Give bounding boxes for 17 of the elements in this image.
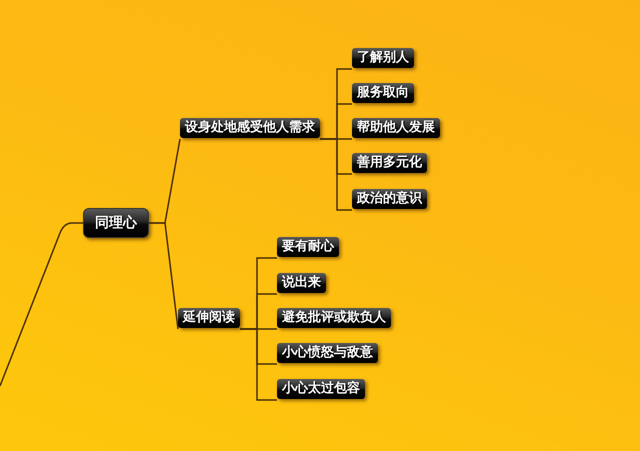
topic-box: 避免批评或欺负人 bbox=[277, 308, 391, 328]
topic-box: 延伸阅读 bbox=[178, 308, 240, 328]
topic-box: 政治的意识 bbox=[352, 189, 427, 209]
topic-box: 小心愤怒与敌意 bbox=[277, 343, 378, 363]
connector-line bbox=[149, 222, 179, 330]
topic-box: 帮助他人发展 bbox=[352, 118, 440, 138]
topic-box: 设身处地感受他人需求 bbox=[180, 118, 320, 138]
topic-box: 服务取向 bbox=[352, 83, 414, 103]
topic-box: 要有耐心 bbox=[277, 237, 339, 257]
topic-box: 善用多元化 bbox=[352, 153, 427, 173]
topic-box: 小心太过包容 bbox=[277, 379, 365, 399]
topic-box: 了解别人 bbox=[352, 48, 414, 68]
connector-line bbox=[0, 222, 83, 386]
connector-line bbox=[320, 138, 352, 211]
topic-box: 说出来 bbox=[277, 273, 326, 293]
connector-line bbox=[240, 328, 277, 401]
central-topic-box: 同理心 bbox=[83, 208, 149, 238]
